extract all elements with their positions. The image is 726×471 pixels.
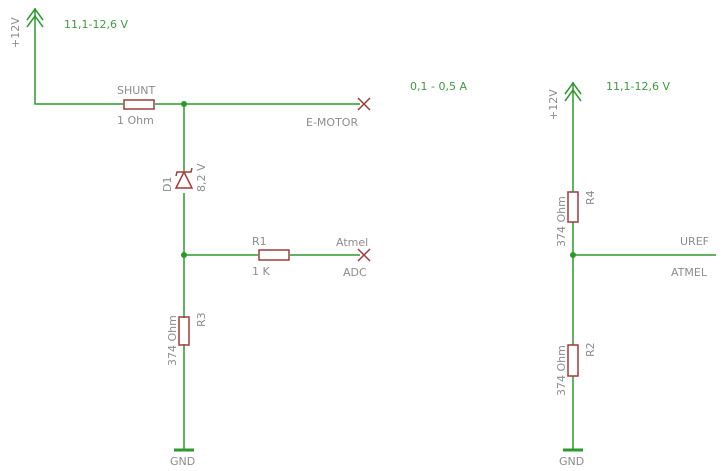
zener-diode-d1 <box>174 167 194 189</box>
left-circuit: +12V 11,1-12,6 V SHUNT 1 Ohm E-MOTOR 0,1… <box>9 7 467 468</box>
junction-top-left <box>181 101 187 107</box>
right-circuit: +12V 11,1-12,6 V R4 374 Ohm UREF ATMEL R… <box>547 80 716 468</box>
gnd-label-right: GND <box>559 455 584 468</box>
shunt-name: SHUNT <box>117 84 156 97</box>
supply-arrow-left <box>26 7 44 34</box>
r1-resistor <box>258 249 290 261</box>
r4-name: R4 <box>584 190 597 205</box>
adc-label-bottom: ADC <box>343 266 367 279</box>
adc-label-top: Atmel <box>336 236 368 249</box>
r1-name: R1 <box>252 235 267 248</box>
supply-label-right: +12V <box>547 89 560 120</box>
motor-terminal-icon <box>357 97 371 111</box>
supply-label-left: +12V <box>9 17 22 48</box>
r3-name: R3 <box>195 312 208 327</box>
uref-label-bottom: ATMEL <box>671 266 708 279</box>
junction-mid-left <box>181 252 187 258</box>
wires-right <box>572 110 716 450</box>
junction-right <box>570 252 576 258</box>
motor-label: E-MOTOR <box>306 116 358 129</box>
shunt-resistor <box>123 99 155 110</box>
r2-resistor <box>567 344 579 377</box>
r3-value: 374 Ohm <box>166 315 179 366</box>
r4-resistor <box>567 191 579 223</box>
shunt-value: 1 Ohm <box>117 114 154 127</box>
supply-range-left: 11,1-12,6 V <box>64 18 128 31</box>
r2-name: R2 <box>584 342 597 357</box>
current-range: 0,1 - 0,5 A <box>410 80 467 93</box>
d1-value: 8,2 V <box>195 163 208 192</box>
r2-value: 374 Ohm <box>555 345 568 396</box>
gnd-label-left: GND <box>170 455 195 468</box>
r3-resistor <box>178 316 190 346</box>
supply-arrow-right <box>564 81 582 110</box>
wires-left <box>34 34 360 450</box>
adc-terminal-icon <box>357 248 371 262</box>
uref-label-top: UREF <box>680 235 709 248</box>
d1-name: D1 <box>161 177 174 192</box>
r1-value: 1 K <box>252 265 270 278</box>
supply-range-right: 11,1-12,6 V <box>606 80 670 93</box>
r4-value: 374 Ohm <box>555 196 568 247</box>
